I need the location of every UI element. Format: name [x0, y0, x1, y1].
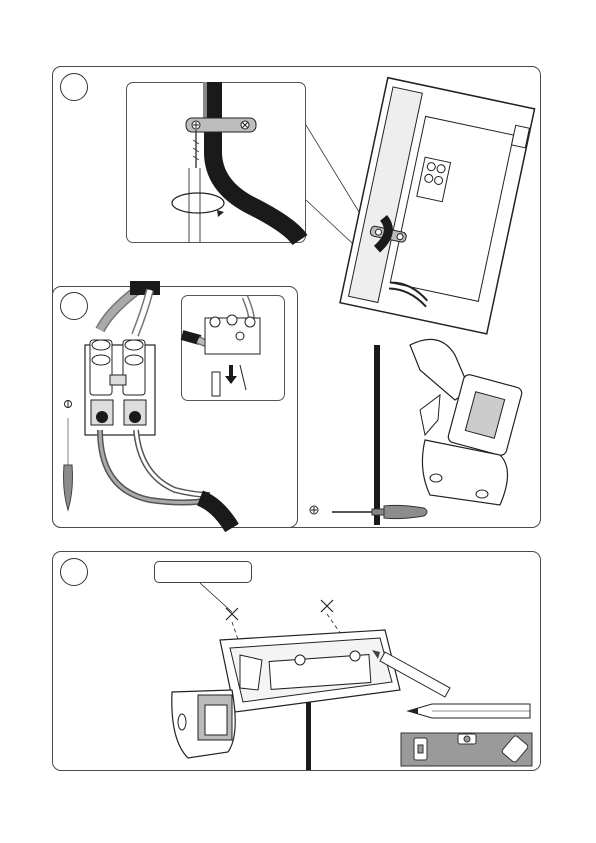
luminaire-housing-open — [220, 630, 400, 712]
drill-mark-x-left-icon — [226, 608, 238, 620]
spirit-level-icon — [401, 733, 532, 766]
pencil-icon — [408, 704, 530, 718]
lamp-head-left — [172, 690, 235, 758]
drill-mark-x-right-icon — [321, 600, 333, 612]
pole-bottom — [306, 700, 311, 770]
